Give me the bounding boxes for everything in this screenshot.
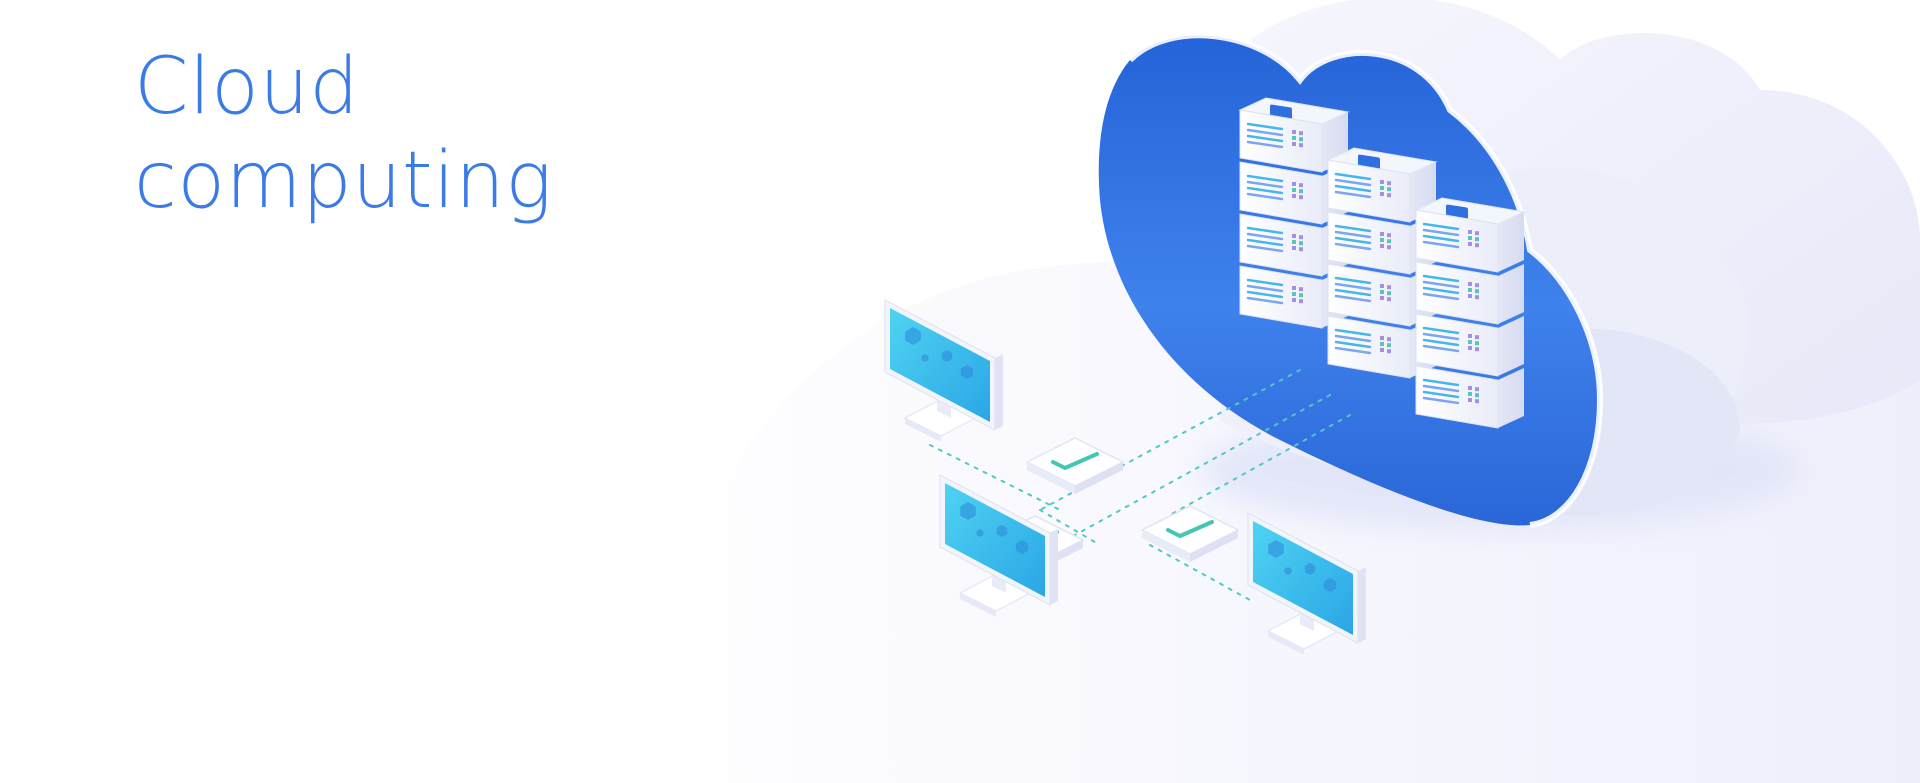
page-title: Cloud computing <box>134 40 553 228</box>
server-racks <box>1238 97 1526 429</box>
server-unit <box>1415 261 1524 325</box>
server-unit <box>1415 209 1524 273</box>
server-unit <box>1415 365 1524 429</box>
cloud-rim <box>1127 32 1604 528</box>
status-tile <box>1140 505 1240 562</box>
server-unit <box>1415 313 1524 377</box>
check-icon <box>1166 520 1214 538</box>
check-icon <box>1051 452 1099 470</box>
server-column <box>1414 197 1526 429</box>
monitor-middle-left <box>939 474 1058 617</box>
title-line-2: computing <box>134 136 553 226</box>
status-tile <box>1025 437 1125 494</box>
title-line-1: Cloud <box>134 42 360 132</box>
monitor-top-left <box>884 299 1003 442</box>
status-tiles <box>985 437 1240 572</box>
monitor-bottom-right <box>1247 512 1366 655</box>
monitors <box>884 299 1366 655</box>
server-unit <box>1239 109 1348 173</box>
